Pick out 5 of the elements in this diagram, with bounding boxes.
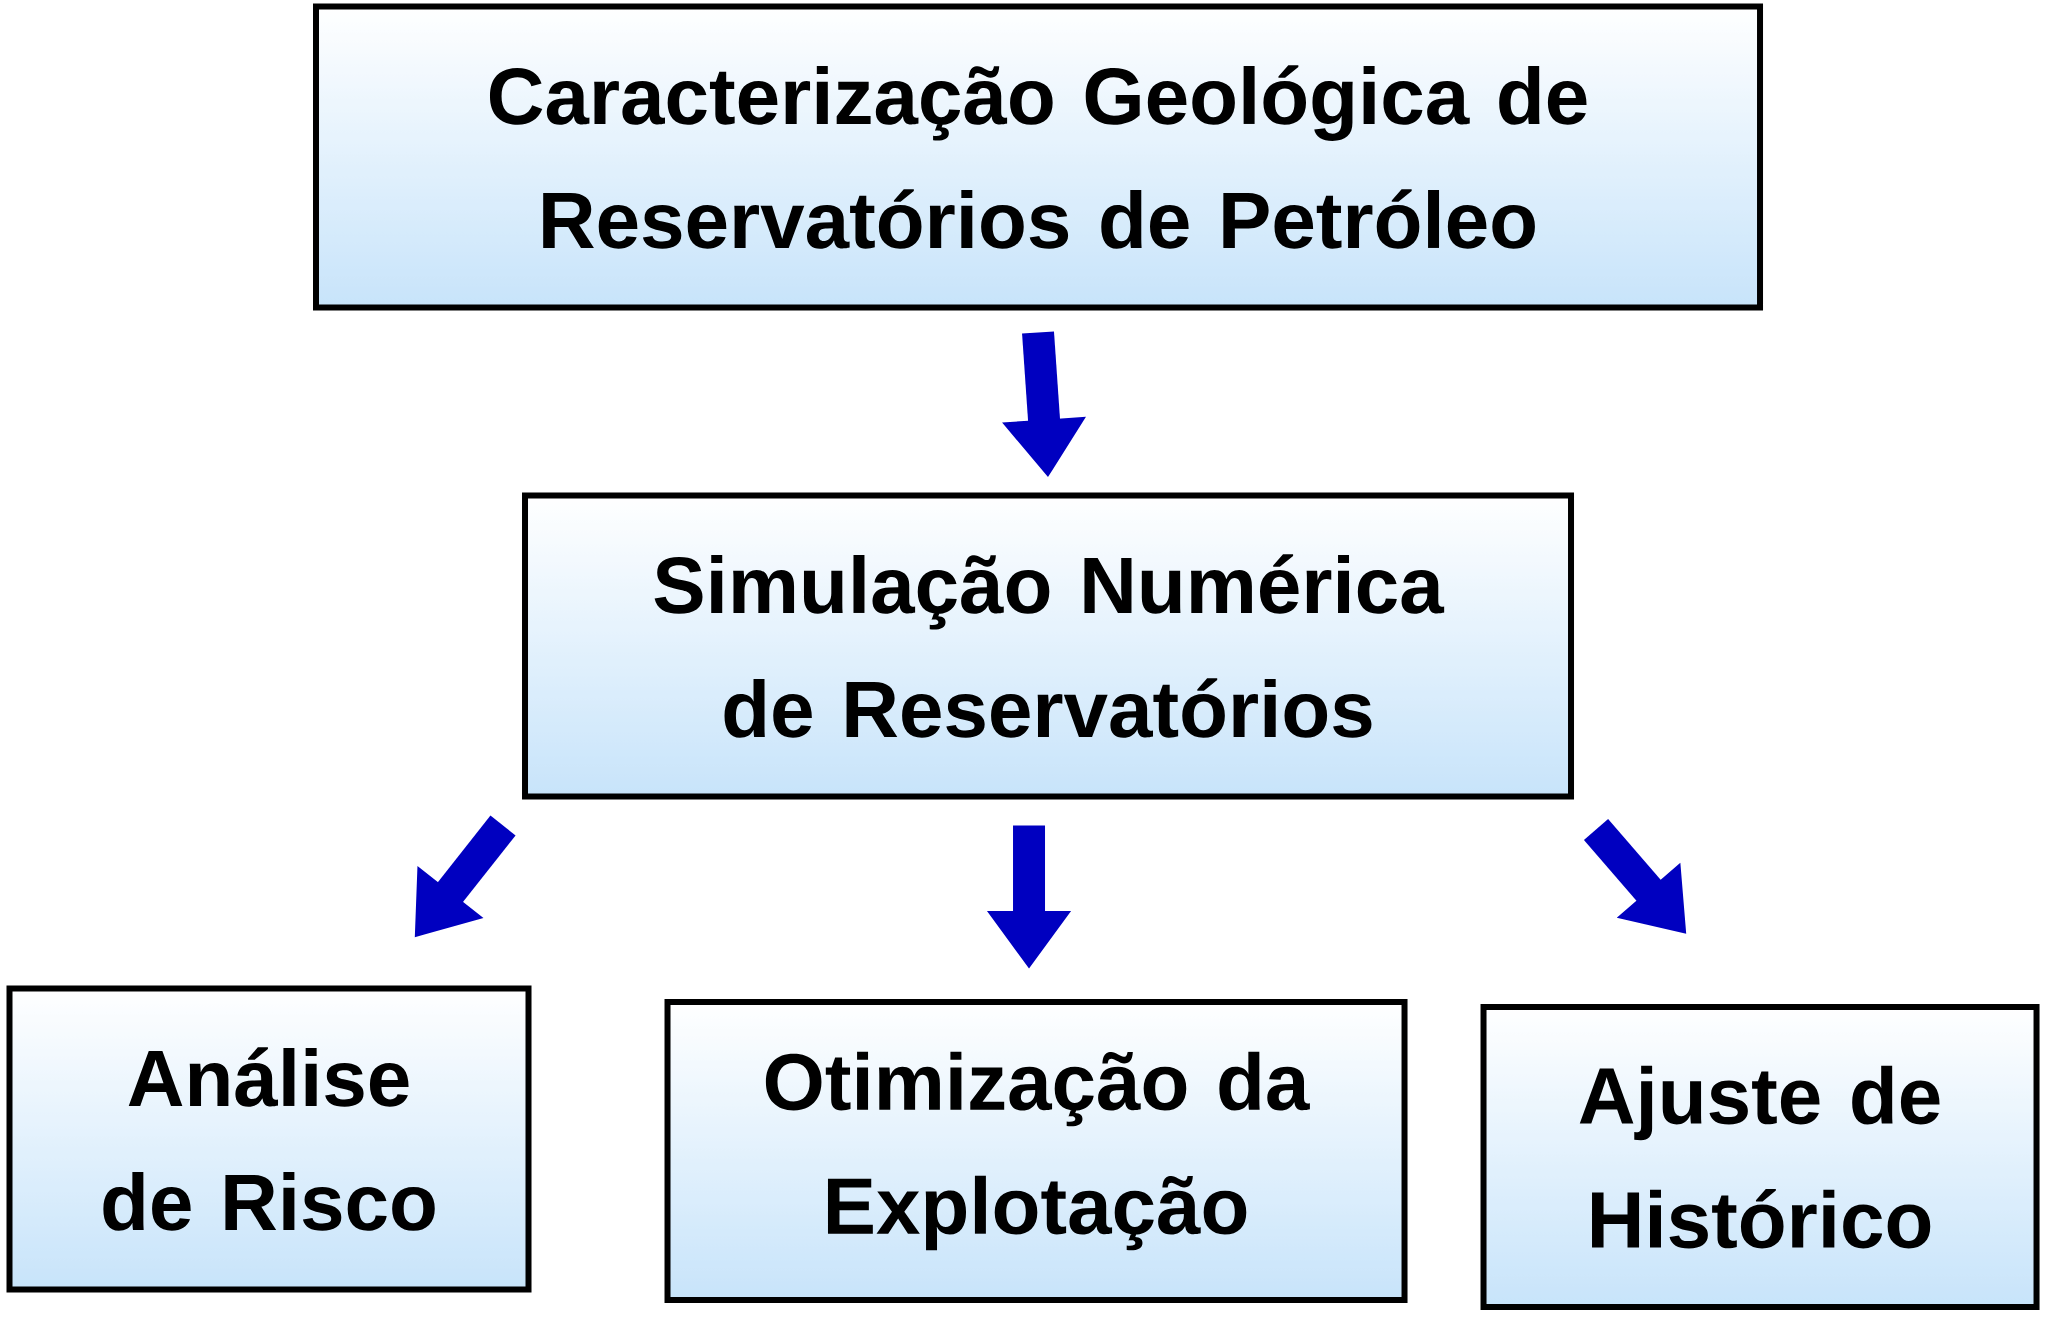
process-box: Ajuste de Histórico [1480, 1004, 2040, 1310]
process-box: Otimização da Explotação [664, 999, 1408, 1303]
process-box: Caracterização Geológica de Reservatórios de Petróleo [313, 3, 1764, 311]
process-box: Análise de Risco [6, 985, 532, 1293]
process-box: Simulação Numérica de Reservatórios [522, 492, 1574, 800]
